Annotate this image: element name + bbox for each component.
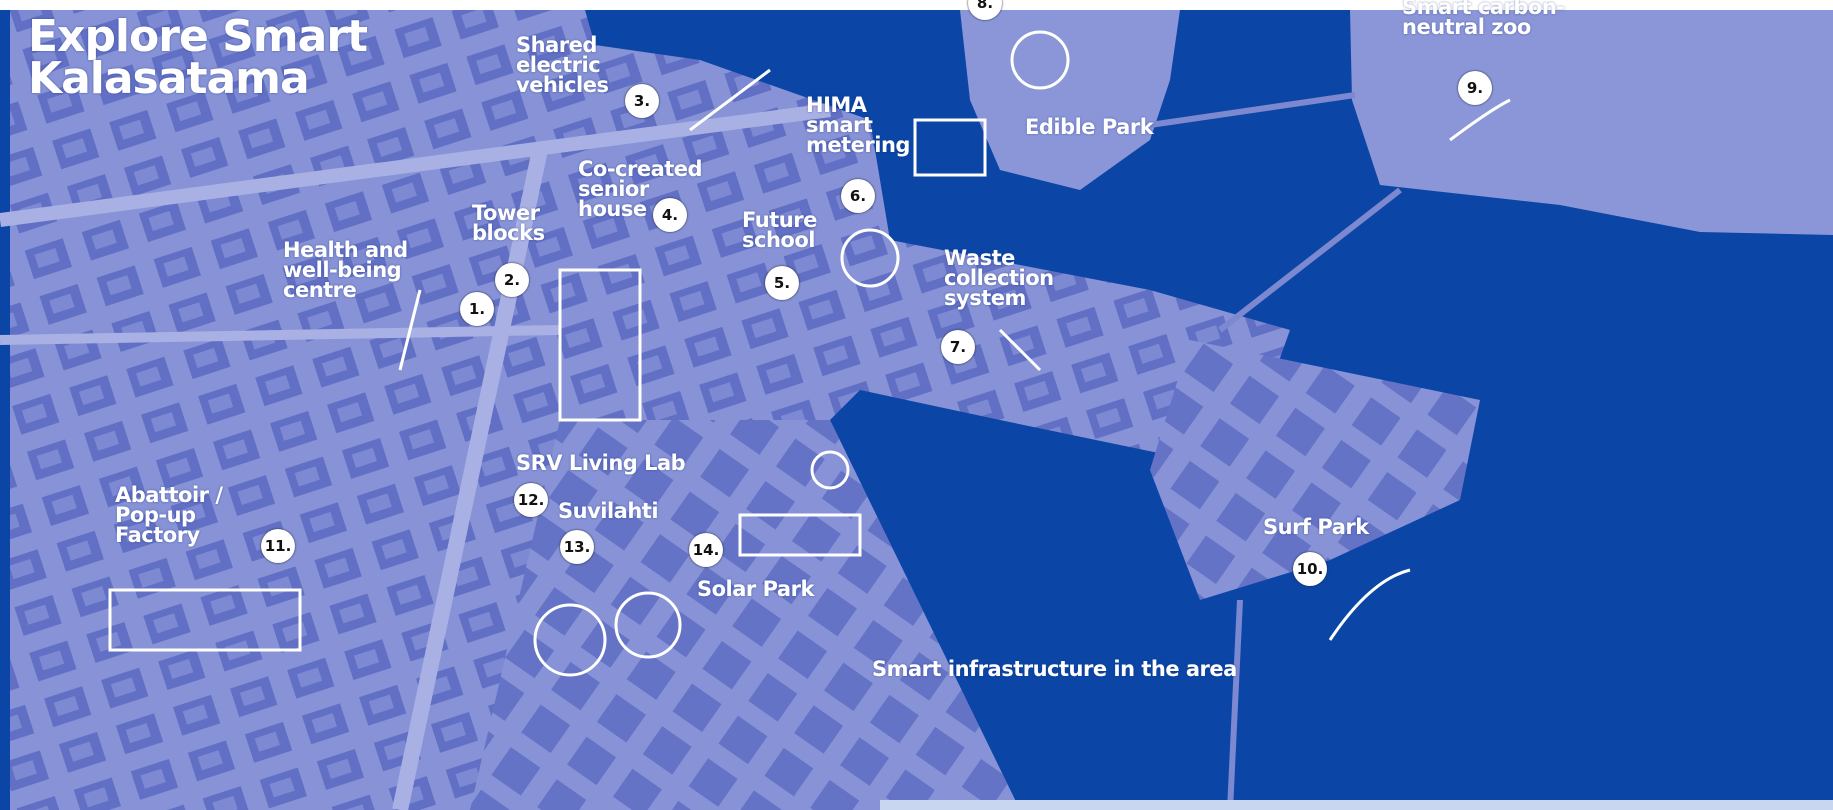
thought-cloud-icon (840, 228, 900, 288)
gas-holder-icon (614, 591, 682, 659)
bridge (1149, 92, 1356, 128)
marker-14[interactable]: 14. (689, 533, 723, 567)
label-hima[interactable]: HIMA smart metering (806, 93, 910, 157)
label-abattoir[interactable]: Abattoir / Pop-up Factory (115, 483, 223, 547)
road (392, 148, 548, 810)
marker-12[interactable]: 12. (514, 483, 548, 517)
land-zoo (1350, 10, 1833, 235)
marker-6[interactable]: 6. (841, 179, 875, 213)
label-surf-park[interactable]: Surf Park (1263, 515, 1369, 539)
marker-2[interactable]: 2. (495, 263, 529, 297)
map-title: Explore Smart Kalasatama (28, 11, 368, 104)
marker-3[interactable]: 3. (625, 84, 659, 118)
bridge (1218, 187, 1402, 333)
marker-1[interactable]: 1. (460, 292, 494, 326)
land-main (10, 10, 1290, 810)
land-island-surf (1150, 340, 1480, 600)
surfer-icon (1328, 568, 1411, 641)
road (0, 325, 561, 345)
label-edible-park[interactable]: Edible Park (1025, 115, 1154, 139)
sun-icon (810, 450, 850, 490)
factory-icon (108, 588, 302, 652)
label-waste[interactable]: Waste collection system (944, 246, 1054, 310)
label-srv[interactable]: SRV Living Lab (516, 451, 686, 475)
label-suvilahti[interactable]: Suvilahti (558, 499, 659, 523)
marker-13[interactable]: 13. (560, 530, 594, 564)
top-border (0, 0, 1833, 10)
label-senior-house[interactable]: Co-created senior house (578, 157, 703, 221)
waste-icon (998, 328, 1042, 372)
person-icon (398, 289, 422, 371)
tower-blocks-icon (558, 268, 642, 422)
land-edible-park (960, 10, 1180, 190)
animal-icon (1449, 98, 1511, 142)
solar-panels-icon (738, 513, 862, 557)
fruit-icon (1010, 30, 1070, 90)
smart-meter-icon (913, 118, 987, 177)
label-tower-blocks[interactable]: Tower blocks (472, 201, 545, 245)
footer-caption: Smart infrastructure in the area (872, 657, 1237, 681)
land-south (470, 420, 1020, 810)
label-future-school[interactable]: Future school (742, 208, 817, 252)
marker-8[interactable]: 8. (968, 0, 1002, 20)
marker-4[interactable]: 4. (653, 198, 687, 232)
marker-10[interactable]: 10. (1293, 552, 1327, 586)
bottom-panel (880, 800, 1833, 810)
vehicle-icon (689, 68, 771, 132)
bridge (1227, 599, 1243, 810)
label-solar-park[interactable]: Solar Park (697, 577, 814, 601)
marker-7[interactable]: 7. (941, 330, 975, 364)
label-health[interactable]: Health and well-being centre (283, 238, 408, 302)
label-shared-ev[interactable]: Shared electric vehicles (516, 33, 609, 97)
label-zoo[interactable]: Smart carbon- neutral zoo (1402, 0, 1565, 39)
marker-11[interactable]: 11. (261, 529, 295, 563)
gas-holder-icon (533, 603, 607, 677)
marker-5[interactable]: 5. (765, 266, 799, 300)
marker-9[interactable]: 9. (1458, 71, 1492, 105)
